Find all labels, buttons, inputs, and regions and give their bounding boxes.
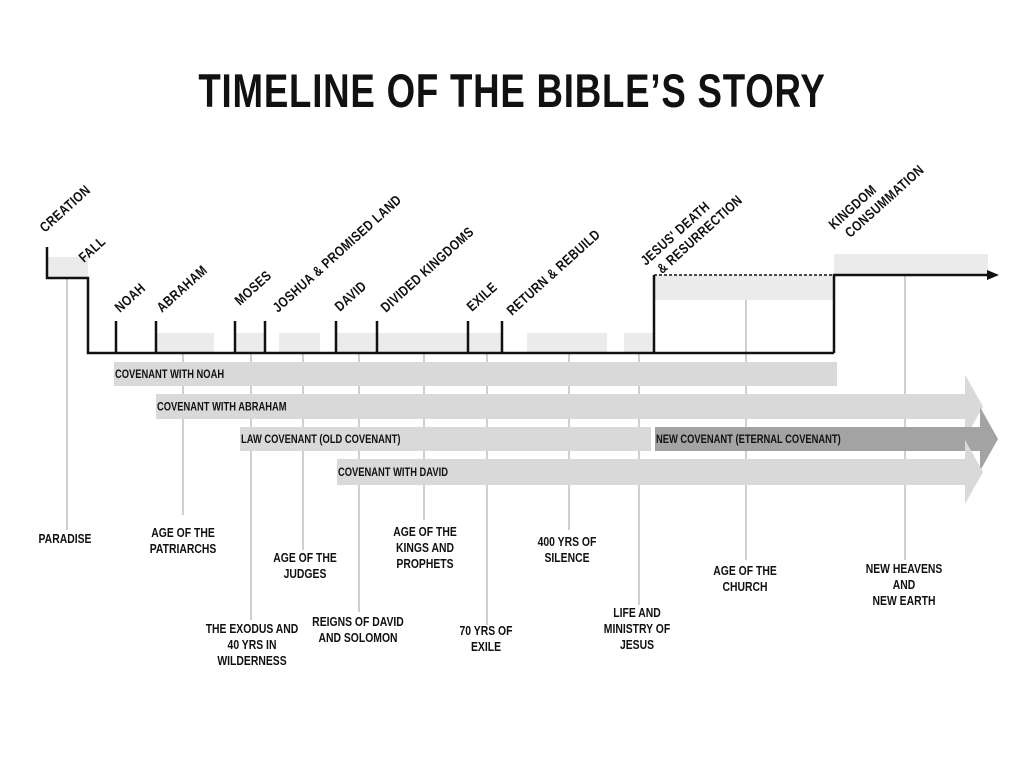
covenant-abraham-bar: COVENANT WITH ABRAHAM <box>156 374 983 439</box>
era-label-9: LIFE AND MINISTRY OF JESUS <box>604 606 670 652</box>
period-shade <box>655 275 834 300</box>
covenant-label: COVENANT WITH ABRAHAM <box>157 400 287 413</box>
era-label-line: 40 YRS IN <box>228 638 277 652</box>
event-label-1: CREATION <box>36 182 93 236</box>
era-label-line: SILENCE <box>544 551 589 565</box>
era-label-11: NEW HEAVENS AND NEW EARTH <box>866 562 943 608</box>
covenant-label-group: COVENANT WITH DAVID <box>338 466 448 479</box>
era-label-4: AGE OF THE JUDGES <box>273 551 337 581</box>
era-label-2: AGE OF THE PATRIARCHS <box>150 526 217 556</box>
era-label-line: 400 YRS OF <box>538 535 597 549</box>
period-shade <box>236 333 265 353</box>
event-label-line: EXILE <box>463 279 500 315</box>
covenant-label-group: NEW COVENANT (ETERNAL COVENANT) <box>656 433 841 446</box>
era-label-line: LIFE AND <box>613 606 661 620</box>
era-label-line: JESUS <box>620 638 654 652</box>
era-label-line: AGE OF THE <box>151 526 215 540</box>
covenant-arrow-shape <box>156 374 983 439</box>
era-label-line: JUDGES <box>284 567 327 581</box>
covenant-arrow-shape <box>655 407 998 471</box>
event-label-line: DAVID <box>331 278 369 315</box>
era-label-line: 70 YRS OF <box>460 624 513 638</box>
covenant-david-bar: COVENANT WITH DAVID <box>337 440 983 504</box>
era-label-8: 400 YRS OF SILENCE <box>538 535 597 565</box>
period-shade <box>624 333 654 353</box>
event-label-4: ABRAHAM <box>153 262 210 316</box>
event-label-line: ABRAHAM <box>153 262 210 316</box>
covenant-noah-bar: COVENANT WITH NOAH <box>114 362 837 386</box>
covenant-label: NEW COVENANT (ETERNAL COVENANT) <box>656 433 841 446</box>
era-label-line: EXILE <box>471 640 501 654</box>
event-label-line: RETURN & REBUILD <box>503 226 603 319</box>
era-label-3: THE EXODUS AND 40 YRS IN WILDERNESS <box>206 622 299 668</box>
period-shade <box>834 254 988 275</box>
period-shade <box>279 333 320 353</box>
era-label-line: THE EXODUS AND <box>206 622 299 636</box>
era-label-line: AND SOLOMON <box>318 631 397 645</box>
era-label-line: KINGS AND <box>396 541 454 555</box>
covenant-label-group: LAW COVENANT (OLD COVENANT) <box>241 433 401 446</box>
event-label-10: RETURN & REBUILD <box>503 226 603 319</box>
arrow-head-icon <box>987 270 999 280</box>
event-label-line: CREATION <box>36 182 93 236</box>
period-shade <box>337 333 502 353</box>
covenant-label: LAW COVENANT (OLD COVENANT) <box>241 433 401 446</box>
era-label-1: PARADISE <box>39 532 92 546</box>
era-label-line: NEW EARTH <box>873 594 936 608</box>
era-label-line: AGE OF THE <box>393 525 457 539</box>
event-label-7: DAVID <box>331 278 369 315</box>
era-label-7: 70 YRS OF EXILE <box>460 624 513 654</box>
event-label-11: JESUS' DEATH& RESURRECTION <box>637 192 745 277</box>
event-label-5: MOSES <box>231 267 274 308</box>
period-shade <box>527 333 607 353</box>
event-label-line: DIVIDED KINGDOMS <box>377 223 477 315</box>
covenant-bar-shape <box>240 427 651 451</box>
era-label-line: MINISTRY OF <box>604 622 670 636</box>
era-label-line: PATRIARCHS <box>150 542 217 556</box>
era-label-line: PARADISE <box>39 532 92 546</box>
era-label-line: PROPHETS <box>396 557 453 571</box>
era-label-10: AGE OF THE CHURCH <box>713 564 777 594</box>
era-label-line: AND <box>893 578 916 592</box>
page-title: TIMELINE OF THE BIBLE’S STORY <box>198 65 825 117</box>
period-shade <box>47 257 88 278</box>
event-label-8: DIVIDED KINGDOMS <box>377 223 477 315</box>
timeline-final-step <box>832 273 990 353</box>
covenant-bar-shape <box>114 362 837 386</box>
event-label-9: EXILE <box>463 279 500 315</box>
event-label-line: MOSES <box>231 267 274 308</box>
event-label-line: NOAH <box>111 280 148 316</box>
covenant-arrow-shape <box>337 440 983 504</box>
era-label-6: AGE OF THE KINGS AND PROPHETS <box>393 525 457 571</box>
law-covenant-bar: LAW COVENANT (OLD COVENANT) <box>240 427 651 451</box>
covenant-label: COVENANT WITH NOAH <box>115 368 224 381</box>
new-covenant-bar: NEW COVENANT (ETERNAL COVENANT) <box>655 407 998 471</box>
era-label-line: CHURCH <box>722 580 767 594</box>
covenant-label: COVENANT WITH DAVID <box>338 466 448 479</box>
era-label-line: AGE OF THE <box>273 551 337 565</box>
era-label-line: NEW HEAVENS <box>866 562 943 576</box>
era-label-line: AGE OF THE <box>713 564 777 578</box>
era-label-line: WILDERNESS <box>217 654 286 668</box>
covenant-label-group: COVENANT WITH NOAH <box>115 368 224 381</box>
era-label-line: REIGNS OF DAVID <box>312 615 404 629</box>
covenant-label-group: COVENANT WITH ABRAHAM <box>157 400 287 413</box>
era-label-5: REIGNS OF DAVID AND SOLOMON <box>312 615 404 645</box>
period-shade <box>157 333 214 353</box>
event-label-3: NOAH <box>111 280 148 316</box>
